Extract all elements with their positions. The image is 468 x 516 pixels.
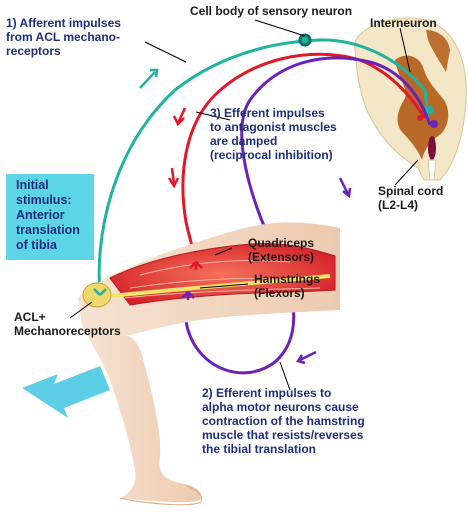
stimulus-box: Initial stimulus: Anterior translation o… <box>6 174 94 260</box>
efferent-alpha-label: 2) Efferent impulses to alpha motor neur… <box>202 386 365 456</box>
efferent-antagonist-label: 3) Efferent impulses to antagonist muscl… <box>210 106 337 162</box>
afferent-pathway <box>97 33 430 296</box>
leader-lines <box>69 19 419 391</box>
stimulus-arrow <box>22 366 110 418</box>
interneuron-label: Interneuron <box>370 16 437 30</box>
spinal-cord-label: Spinal cord (L2-L4) <box>378 184 444 212</box>
cell-body-label: Cell body of sensory neuron <box>190 4 353 18</box>
hamstrings-label: Hamstrings (Flexors) <box>254 272 321 300</box>
synapse-markers <box>93 106 438 300</box>
quadriceps-label: Quadriceps (Extensors) <box>248 236 315 264</box>
acl-label: ACL+ Mechanoreceptors <box>14 310 121 338</box>
stimulus-label: Initial stimulus: Anterior translation o… <box>16 178 80 252</box>
afferent-label: 1) Afferent impulses from ACL mechano- r… <box>6 16 121 58</box>
flow-arrows <box>139 68 352 365</box>
leg-illustration <box>78 222 340 506</box>
inhibited-pathway <box>181 52 427 263</box>
